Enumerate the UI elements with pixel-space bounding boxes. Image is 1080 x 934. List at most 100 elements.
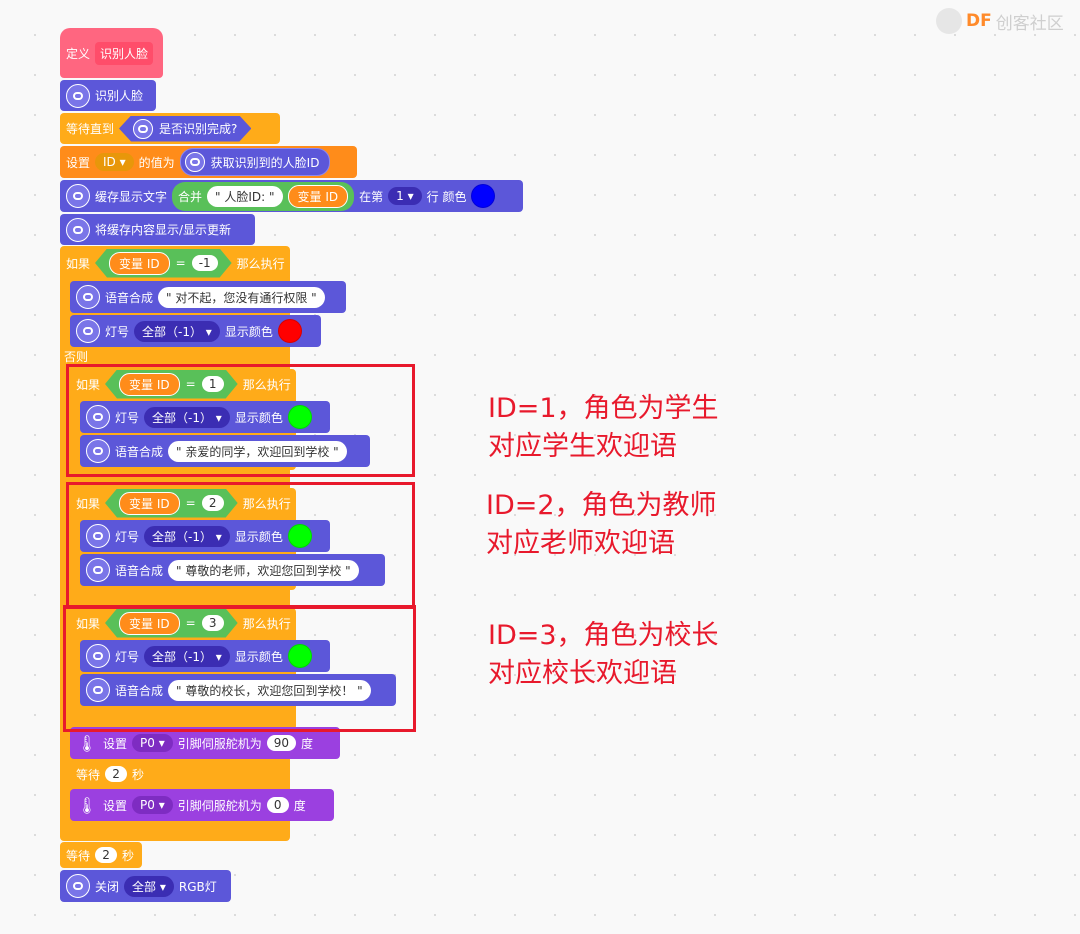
get-face-id-reporter[interactable]: 获取识别到的人脸ID [179,148,331,176]
recognize-face-block[interactable]: 识别人脸 [60,80,156,111]
wait-seconds[interactable]: 2 [105,766,128,782]
servo-angle[interactable]: 90 [266,735,297,751]
k10-board-icon [76,319,100,343]
color-swatch-red[interactable] [277,319,302,343]
show-color-label: 显示颜色 [234,649,283,664]
degree-unit: 度 [293,798,306,813]
variable-dropdown[interactable]: ID ▾ [95,153,134,171]
if-id1-header[interactable]: 如果 变量 ID = 1 那么执行 [70,369,296,399]
line-position-label: 在第 [359,189,384,204]
thermometer-icon: 🌡 [76,795,98,815]
speech-block-principal[interactable]: 语音合成 " 尊敬的校长，欢迎您回到学校！ " [80,674,396,706]
servo-angle[interactable]: 0 [266,797,289,813]
k10-board-icon [76,285,100,309]
light-block-red[interactable]: 灯号 全部（-1） ▾ 显示颜色 [70,315,321,347]
k10-board-icon [86,678,110,702]
light-block-green[interactable]: 灯号 全部（-1） ▾ 显示颜色 [80,401,330,433]
light-dropdown[interactable]: 全部（-1） ▾ [144,525,230,547]
light-dropdown[interactable]: 全部（-1） ▾ [144,406,230,428]
cache-text-label: 缓存显示文字 [95,189,168,204]
speech-label: 语音合成 [115,683,164,698]
speech-block-student[interactable]: 语音合成 " 亲爱的同学，欢迎回到学校 " [80,435,370,467]
face-id-string[interactable]: " 人脸ID: " [207,185,283,207]
logo-suffix: 创客社区 [995,13,1064,34]
speech-text-denied[interactable]: " 对不起，您没有通行权限 " [158,286,325,308]
k10-board-icon [184,152,205,172]
equals-condition[interactable]: 变量 ID = -1 [95,249,232,278]
light-label: 灯号 [115,529,140,544]
variable-id-reporter[interactable]: 变量 ID [119,492,180,515]
wait-label: 等待 [66,848,91,863]
if-id2-header[interactable]: 如果 变量 ID = 2 那么执行 [70,488,296,518]
variable-id-reporter[interactable]: 变量 ID [119,373,180,396]
define-keyword: 定义 [66,46,91,61]
if-id3-header[interactable]: 如果 变量 ID = 3 那么执行 [70,608,296,638]
servo-block-0[interactable]: 🌡 设置 P0 ▾ 引脚伺服舵机为 0 度 [70,789,334,821]
recognition-done-condition[interactable]: 是否识别完成? [119,116,251,142]
annotation-student: ID=1，角色为学生 对应学生欢迎语 [488,390,719,466]
k10-board-icon [86,439,110,463]
speech-text-student[interactable]: " 亲爱的同学，欢迎回到学校 " [168,440,347,462]
speech-text-principal[interactable]: " 尊敬的校长，欢迎您回到学校！ " [168,679,371,701]
annotation-line: 对应校长欢迎语 [488,658,677,689]
variable-id-reporter[interactable]: 变量 ID [109,252,170,275]
equals-condition[interactable]: 变量 ID = 3 [105,609,238,638]
annotation-box-teacher [66,482,415,609]
compare-value[interactable]: 2 [202,495,224,511]
seconds-unit: 秒 [132,767,145,782]
join-reporter[interactable]: 合并 " 人脸ID: " 变量 ID [172,181,355,211]
equals-sign: = [175,256,186,270]
equals-condition[interactable]: 变量 ID = 1 [105,370,238,399]
annotation-line: 对应学生欢迎语 [488,431,677,462]
wait-seconds-block[interactable]: 等待 2 秒 [60,842,142,868]
speech-label: 语音合成 [105,290,154,305]
k10-board-icon [86,524,110,548]
equals-condition[interactable]: 变量 ID = 2 [105,489,238,518]
variable-id-reporter[interactable]: 变量 ID [119,612,180,635]
light-block-green[interactable]: 灯号 全部（-1） ▾ 显示颜色 [80,640,330,672]
servo-block-90[interactable]: 🌡 设置 P0 ▾ 引脚伺服舵机为 90 度 [70,727,340,759]
if-else-block-header[interactable]: 如果 变量 ID = -1 那么执行 [60,248,290,278]
set-variable-block[interactable]: 设置 ID ▾ 的值为 获取识别到的人脸ID [60,146,357,178]
speech-label: 语音合成 [115,563,164,578]
define-block[interactable]: 定义 识别人脸 [60,28,163,78]
color-swatch-green[interactable] [287,644,312,668]
wait-seconds[interactable]: 2 [95,847,118,863]
then-label: 那么执行 [236,256,285,271]
wait-until-block[interactable]: 等待直到 是否识别完成? [60,113,280,144]
wait-seconds-block[interactable]: 等待 2 秒 [70,761,152,787]
color-swatch-green[interactable] [287,524,312,548]
rgb-target-dropdown[interactable]: 全部 ▾ [124,875,174,897]
close-rgb-block[interactable]: 关闭 全部 ▾ RGB灯 [60,870,231,902]
logo-brand: DF [966,11,992,31]
light-dropdown[interactable]: 全部（-1） ▾ [144,645,230,667]
color-swatch-green[interactable] [287,405,312,429]
k10-board-icon [86,558,110,582]
compare-value[interactable]: 1 [202,376,224,392]
then-label: 那么执行 [242,377,291,392]
show-cache-block[interactable]: 将缓存内容显示/显示更新 [60,214,255,245]
speech-label: 语音合成 [115,444,164,459]
line-number-dropdown[interactable]: 1 ▾ [388,187,422,205]
speech-text-teacher[interactable]: " 尊敬的老师，欢迎您回到学校 " [168,559,359,581]
servo-set-label: 设置 [103,798,128,813]
degree-unit: 度 [301,736,314,751]
pin-dropdown[interactable]: P0 ▾ [132,796,173,814]
join-label: 合并 [178,189,203,204]
compare-value[interactable]: -1 [192,255,218,271]
pin-dropdown[interactable]: P0 ▾ [132,734,173,752]
light-label: 灯号 [105,324,130,339]
speech-block-denied[interactable]: 语音合成 " 对不起，您没有通行权限 " [70,281,346,313]
cache-display-text-block[interactable]: 缓存显示文字 合并 " 人脸ID: " 变量 ID 在第 1 ▾ 行 颜色 [60,180,523,212]
speech-block-teacher[interactable]: 语音合成 " 尊敬的老师，欢迎您回到学校 " [80,554,385,586]
set-value-label: 的值为 [138,155,175,170]
text-color-swatch[interactable] [471,184,496,208]
k10-board-icon [66,217,90,242]
if-keyword: 如果 [66,256,91,271]
compare-value[interactable]: 3 [202,615,224,631]
show-cache-label: 将缓存内容显示/显示更新 [95,223,232,237]
define-function-name: 识别人脸 [95,41,154,65]
light-dropdown[interactable]: 全部（-1） ▾ [134,320,220,342]
light-block-green[interactable]: 灯号 全部（-1） ▾ 显示颜色 [80,520,330,552]
variable-id-reporter[interactable]: 变量 ID [287,184,349,208]
